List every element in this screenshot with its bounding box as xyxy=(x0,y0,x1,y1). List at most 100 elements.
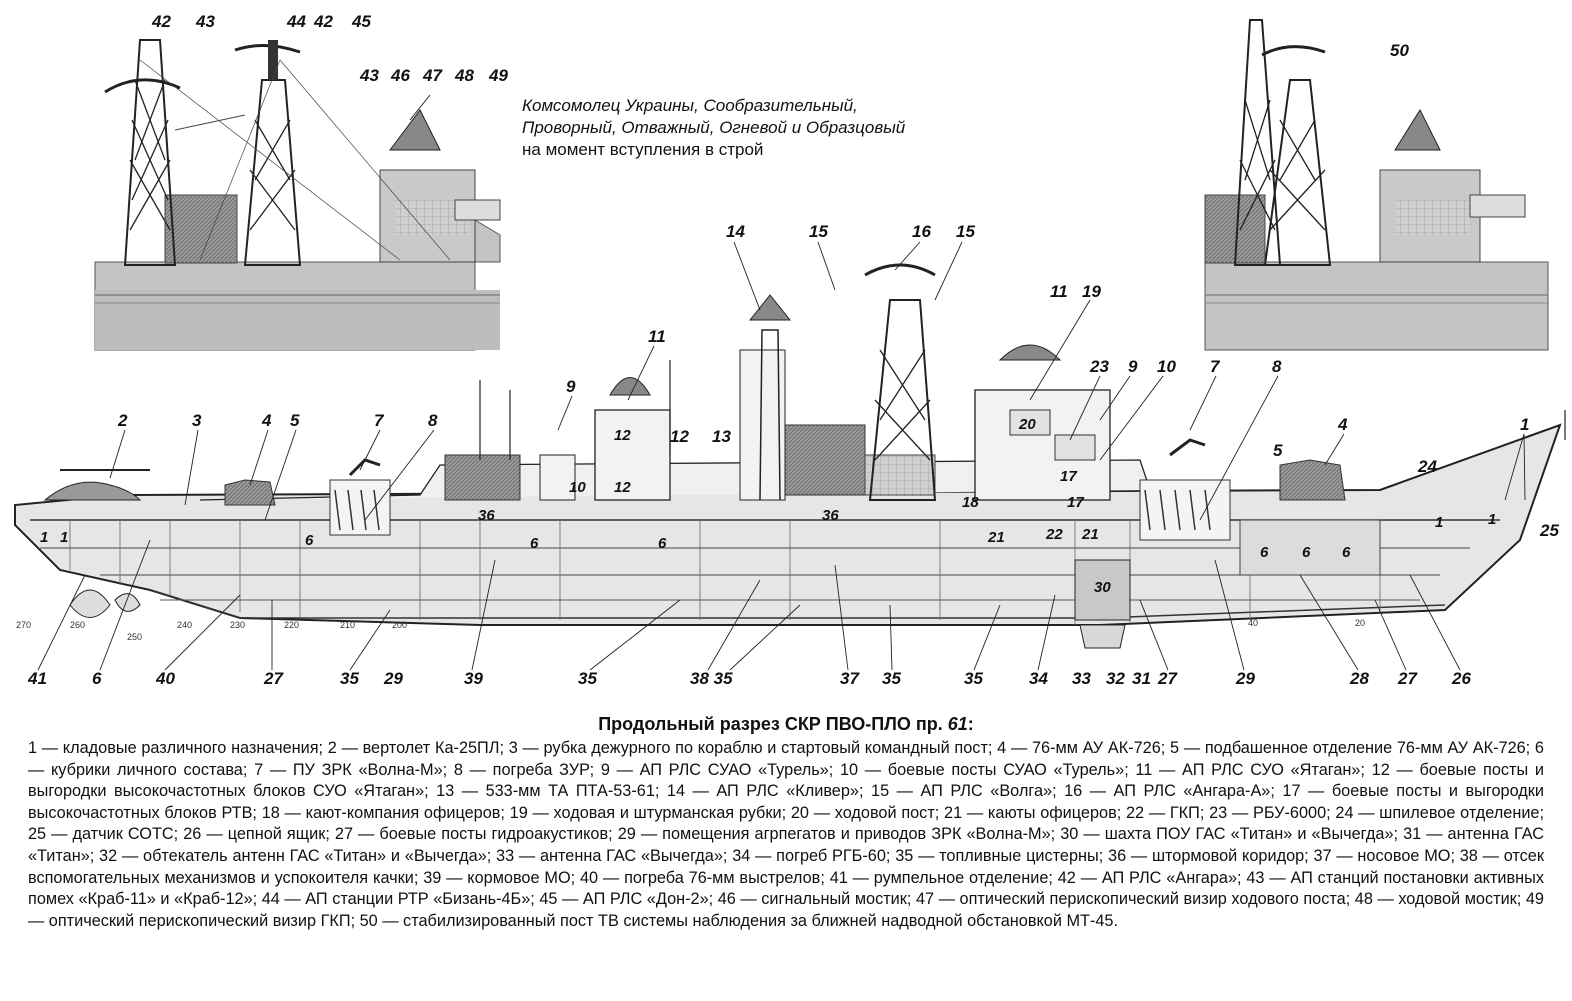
figure-title: Продольный разрез СКР ПВО-ПЛО пр. 61: xyxy=(28,712,1544,736)
callout-label: 31 xyxy=(1132,669,1151,688)
compartment-label: 6 xyxy=(530,535,539,552)
callout-label: 7 xyxy=(374,411,385,430)
callout-label: 29 xyxy=(1235,669,1255,688)
compartment-label: 1 xyxy=(1488,511,1496,528)
callout-label: 27 xyxy=(1157,669,1178,688)
compartment-label: 18 xyxy=(962,494,979,511)
callout-label: 15 xyxy=(956,222,975,241)
callout-label: 5 xyxy=(1273,441,1283,460)
project-number: 61 xyxy=(947,714,968,734)
callout-label: 13 xyxy=(712,427,731,446)
callout-label: 11 xyxy=(648,327,666,346)
compartment-label: 30 xyxy=(1094,579,1111,596)
inset-callouts: 42 43 44 42 45 43 46 47 48 49 50 xyxy=(151,12,1409,85)
callout-label: 1 xyxy=(1520,415,1529,434)
callout-label: 34 xyxy=(1029,669,1048,688)
inset-caption: Комсомолец Украины, Сообразительный, Про… xyxy=(522,95,992,161)
callout-label: 24 xyxy=(1417,457,1437,476)
callout-label: 9 xyxy=(566,377,576,396)
frame-number: 270 xyxy=(16,620,31,630)
callout-label: 35 xyxy=(578,669,597,688)
callout-label: 11 xyxy=(1050,282,1068,301)
callout-label: 32 xyxy=(1106,669,1125,688)
callout-label: 8 xyxy=(1272,357,1282,376)
callout-label: 15 xyxy=(809,222,828,241)
callout-label: 23 xyxy=(1089,357,1109,376)
callout-label: 35 xyxy=(882,669,901,688)
callout-label: 48 xyxy=(454,66,474,85)
callout-label: 27 xyxy=(1397,669,1418,688)
callout-label: 37 xyxy=(840,669,860,688)
callout-label: 4 xyxy=(1337,415,1348,434)
callout-label: 10 xyxy=(1157,357,1176,376)
frame-number: 260 xyxy=(70,620,85,630)
callout-label: 41 xyxy=(27,669,47,688)
compartment-label: 6 xyxy=(305,532,314,549)
ship-hull-section xyxy=(14,263,1566,649)
compartment-label: 12 xyxy=(614,427,631,444)
compartment-label: 1 xyxy=(60,529,68,546)
figure-caption: Продольный разрез СКР ПВО-ПЛО пр. 61: 1 … xyxy=(28,712,1544,932)
compartment-label: 21 xyxy=(987,529,1005,546)
compartment-label: 6 xyxy=(1342,544,1351,561)
callout-label: 5 xyxy=(290,411,300,430)
compartment-label: 36 xyxy=(822,507,839,524)
callout-label: 44 xyxy=(286,12,306,31)
callout-label: 42 xyxy=(313,12,333,31)
callout-label: 39 xyxy=(464,669,483,688)
inset-names-line-1: Комсомолец Украины, Сообразительный, xyxy=(522,96,858,115)
compartment-label: 6 xyxy=(658,535,667,552)
frame-number: 20 xyxy=(1355,618,1365,628)
compartment-label: 1 xyxy=(40,529,48,546)
callout-label: 29 xyxy=(383,669,403,688)
callout-label: 8 xyxy=(428,411,438,430)
compartment-label: 10 xyxy=(569,479,586,496)
frame-number: 220 xyxy=(284,620,299,630)
callout-label: 40 xyxy=(155,669,175,688)
callout-label: 35 xyxy=(340,669,359,688)
frame-number: 40 xyxy=(1248,618,1258,628)
callout-label: 19 xyxy=(1082,282,1101,301)
frame-numbers: 270 260 250 240 230 220 210 200 40 20 xyxy=(16,618,1365,642)
callout-label: 25 xyxy=(1539,521,1559,540)
compartment-label: 6 xyxy=(1302,544,1311,561)
legend-text: 1 — кладовые различного назначения; 2 — … xyxy=(28,739,1544,930)
figure-title-text: Продольный разрез СКР ПВО-ПЛО пр. xyxy=(598,714,948,734)
inset-names-line-2: Проворный, Отважный, Огневой и Образцовы… xyxy=(522,118,906,137)
compartment-label: 21 xyxy=(1081,526,1099,543)
callout-label: 12 xyxy=(670,427,689,446)
frame-number: 210 xyxy=(340,620,355,630)
top-callouts: 2 3 4 5 7 8 9 11 12 13 14 15 16 15 11 19… xyxy=(117,222,1559,540)
figure-title-colon: : xyxy=(967,714,974,734)
callout-label: 6 xyxy=(92,669,102,688)
callout-label: 43 xyxy=(359,66,379,85)
callout-label: 4 xyxy=(261,411,272,430)
callout-label: 43 xyxy=(195,12,215,31)
compartment-label: 36 xyxy=(478,507,495,524)
callout-label: 2 xyxy=(117,411,128,430)
bottom-callouts: 41 6 40 27 35 29 39 35 38 35 37 35 35 34… xyxy=(27,669,1471,688)
callout-label: 26 xyxy=(1451,669,1471,688)
callout-label: 46 xyxy=(390,66,410,85)
compartment-label: 1 xyxy=(1435,514,1443,531)
callout-label: 28 xyxy=(1349,669,1369,688)
callout-label: 3 xyxy=(192,411,202,430)
callout-label: 49 xyxy=(488,66,508,85)
frame-number: 200 xyxy=(392,620,407,630)
callout-label: 16 xyxy=(912,222,931,241)
callout-label: 7 xyxy=(1210,357,1221,376)
compartment-label: 12 xyxy=(614,479,631,496)
callout-label: 14 xyxy=(726,222,745,241)
compartment-label: 17 xyxy=(1060,468,1077,485)
frame-number: 250 xyxy=(127,632,142,642)
compartment-numbers: 1 1 6 36 6 6 36 21 22 21 6 6 6 1 1 12 12… xyxy=(40,416,1496,596)
callout-label: 27 xyxy=(263,669,284,688)
leader-lines xyxy=(37,241,1526,671)
compartment-label: 22 xyxy=(1045,526,1063,543)
callout-label: 35 xyxy=(964,669,983,688)
inset-right-view xyxy=(1204,19,1549,351)
frame-number: 240 xyxy=(177,620,192,630)
callout-label: 33 xyxy=(1072,669,1091,688)
callout-label: 42 xyxy=(151,12,171,31)
ship-section-diagram: 1 1 6 36 6 6 36 21 22 21 6 6 6 1 1 12 12… xyxy=(14,12,1566,688)
